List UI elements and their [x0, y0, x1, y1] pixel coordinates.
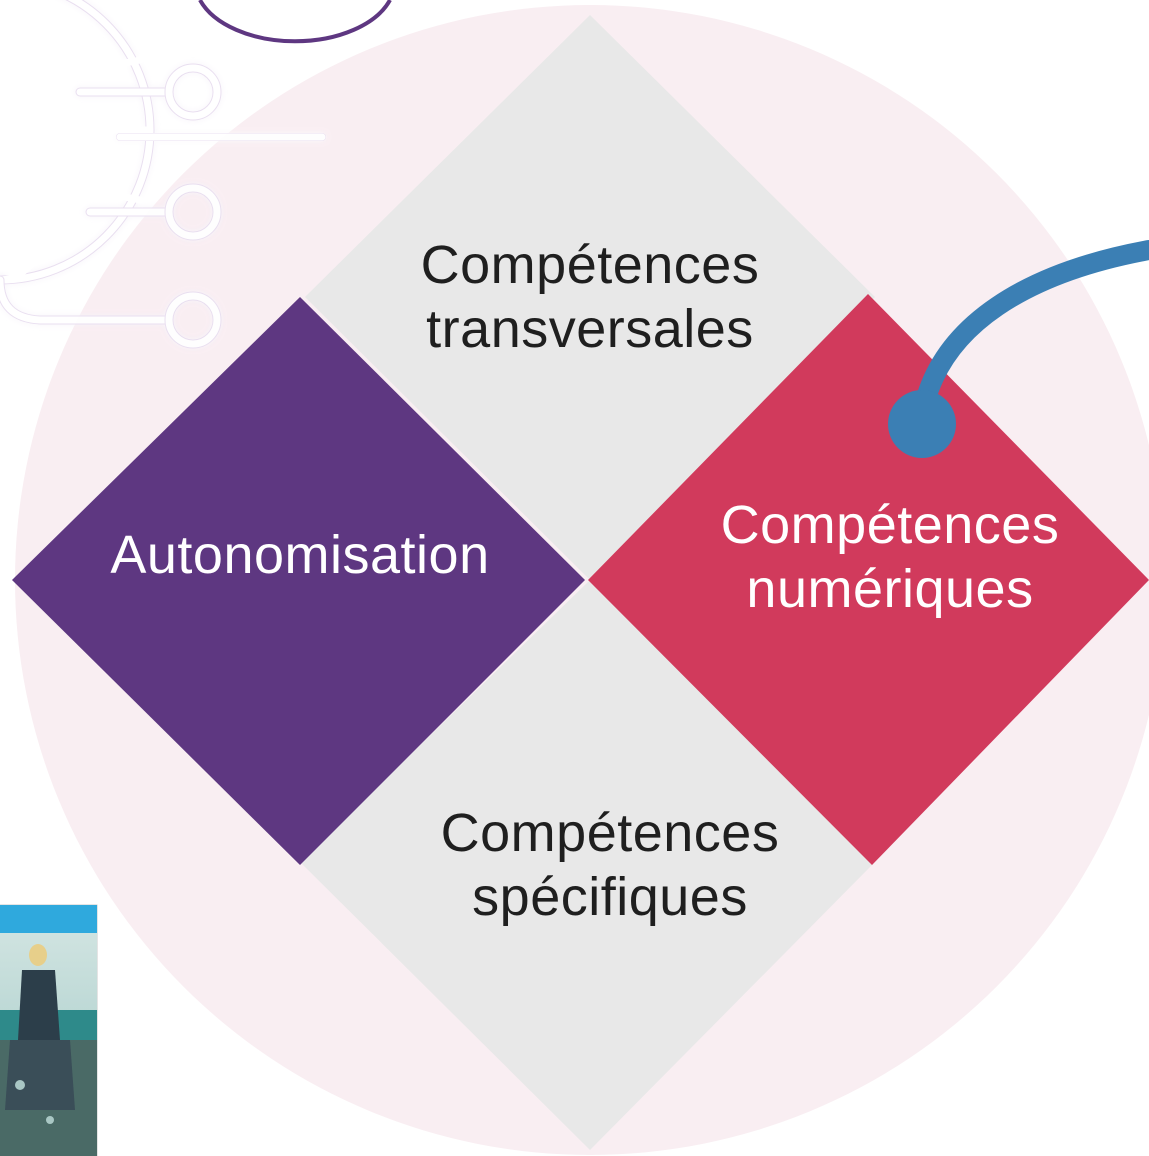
- quadrant-label-line: Compétences: [440, 803, 780, 863]
- quadrant-label-specifiques: Compétences spécifiques: [380, 802, 840, 929]
- quadrant-label-line: numériques: [746, 558, 1034, 619]
- quadrant-label-autonomisation: Autonomisation: [60, 524, 540, 588]
- globe-network-icon: [0, 0, 326, 349]
- quadrant-label-line: Compétences: [420, 235, 760, 295]
- diamond-top: [305, 15, 875, 580]
- pointer-icon: [888, 240, 1149, 458]
- ring-icon: [198, 0, 392, 44]
- quadrant-label-numeriques: Compétences numériques: [660, 494, 1120, 621]
- quadrant-label-line: transversales: [426, 298, 754, 359]
- diamond-right: [588, 294, 1149, 865]
- diamond-left: [12, 297, 585, 865]
- quadrant-label-line: Compétences: [720, 495, 1060, 555]
- quadrant-label-transversales: Compétences transversales: [360, 234, 820, 361]
- quadrant-label-line: spécifiques: [472, 866, 748, 927]
- book-cover-thumbnail: [0, 904, 98, 1156]
- quadrant-label-line: Autonomisation: [110, 525, 490, 585]
